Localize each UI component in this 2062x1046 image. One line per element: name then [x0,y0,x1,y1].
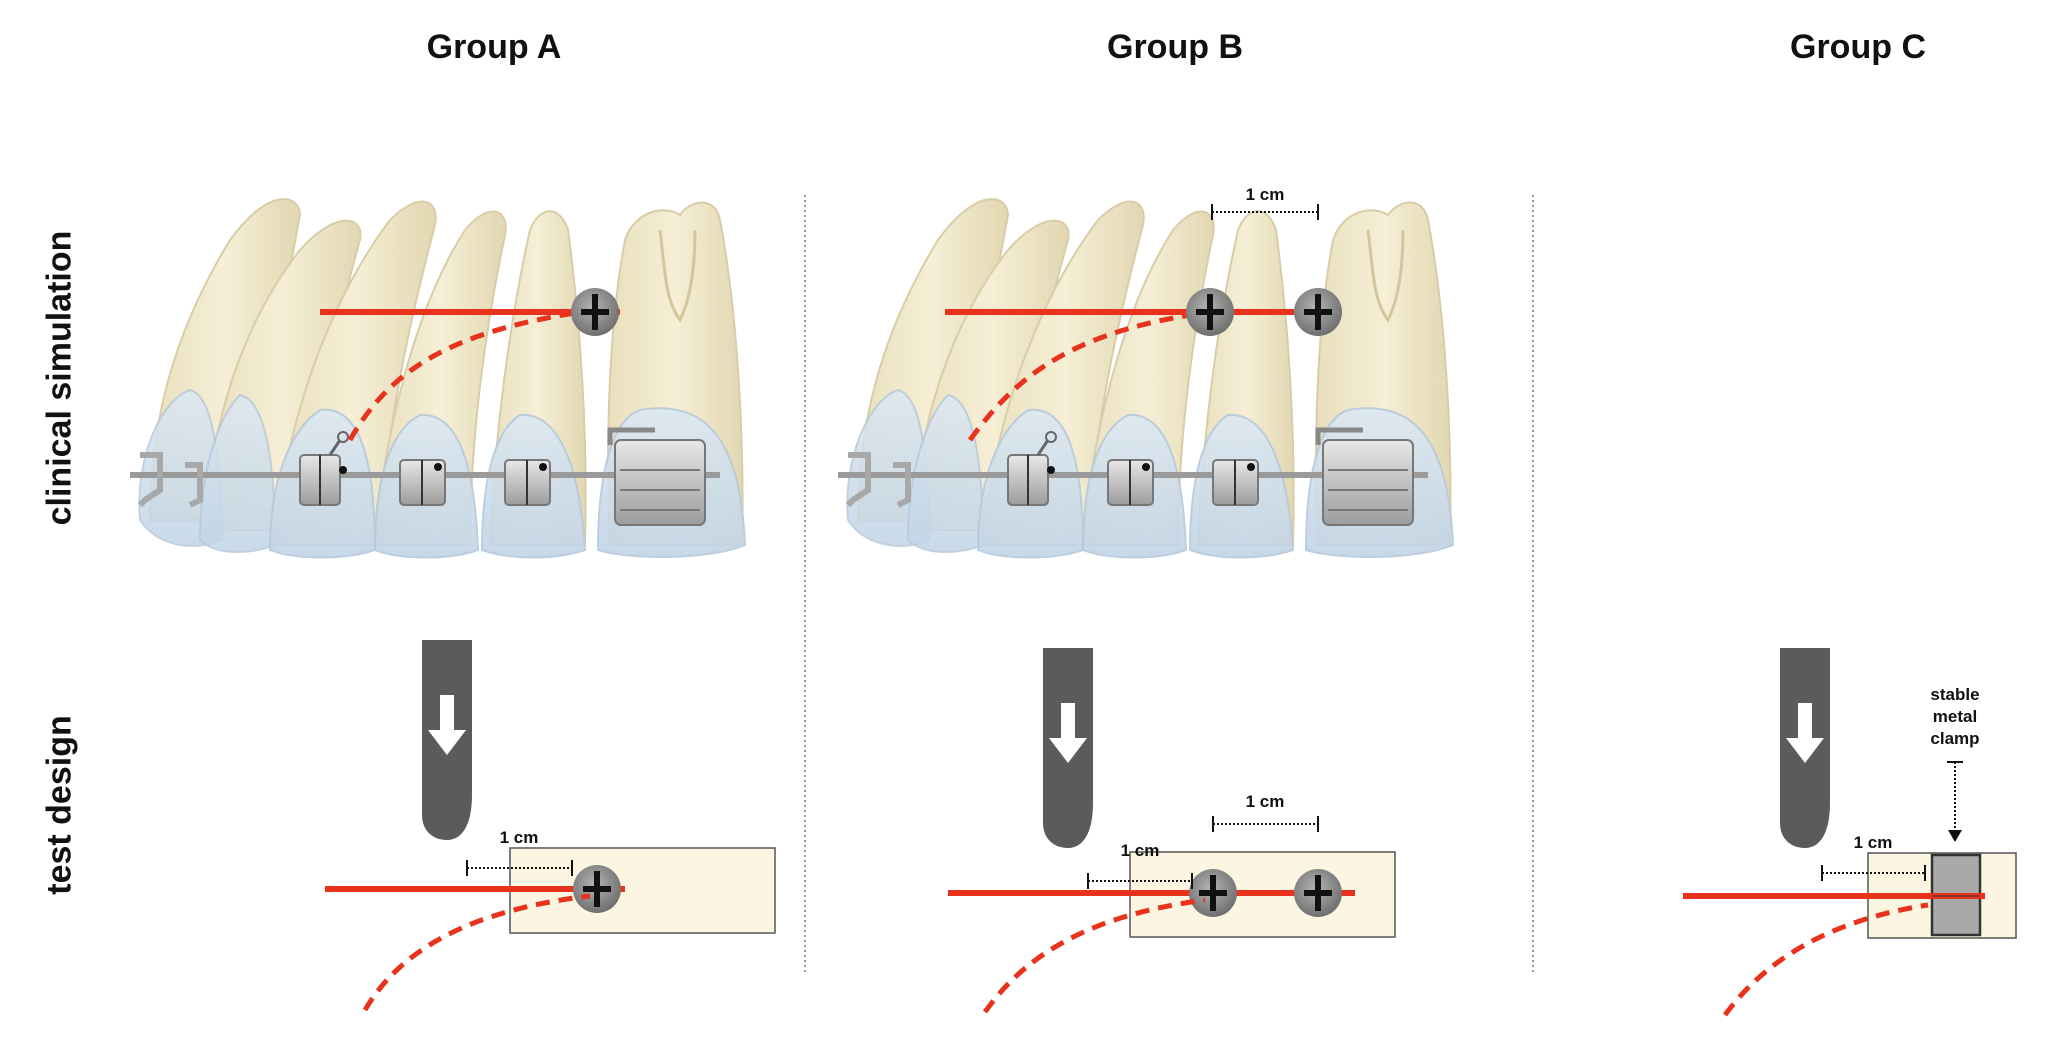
group-a-plunger [422,640,472,840]
group-b-test-curve [982,897,1206,1014]
group-b-curved-path [967,309,1211,442]
group-a-block [509,847,776,934]
group-a-screw [571,288,619,336]
group-a-test-screw [573,865,621,913]
group-b-test-distance-1 [1087,873,1193,889]
group-b-clinical-distance [1211,204,1319,220]
group-b-plunger [1043,648,1093,848]
group-b-test-distance-label-1: 1 cm [1121,841,1160,860]
group-a-test-distance [466,860,573,876]
group-b-test-screw-1 [1189,869,1237,917]
group-b-dentition [838,199,1453,557]
group-b-title: Group B [1107,28,1243,66]
group-a-curved-path [347,307,596,442]
group-b-test-screw-2 [1294,869,1342,917]
group-a-dentition [130,199,745,557]
group-c-clamp-label-line-1: stable [1930,685,1979,704]
group-b-clinical-distance-label: 1 cm [1246,185,1285,204]
group-c-plunger [1780,648,1830,848]
group-b-test-distance-label-2: 1 cm [1246,792,1285,811]
group-b-screw-2 [1294,288,1342,336]
group-a-test-curve [362,893,591,1012]
group-c-clamp-label-line-2: metal [1933,707,1977,726]
group-a-title: Group A [426,28,562,66]
group-c-test-distance [1821,865,1926,881]
group-a-test-distance-label: 1 cm [500,828,539,847]
group-b-test-distance-2 [1212,816,1319,832]
group-c-title: Group C [1790,28,1926,66]
group-c-test-distance-label: 1 cm [1854,833,1893,852]
group-c-clamp-pointer [1947,761,1963,832]
group-c-clamp-label-line-3: clamp [1930,729,1979,748]
group-c-test-curve [1722,902,1929,1017]
group-b-screw-1 [1186,288,1234,336]
